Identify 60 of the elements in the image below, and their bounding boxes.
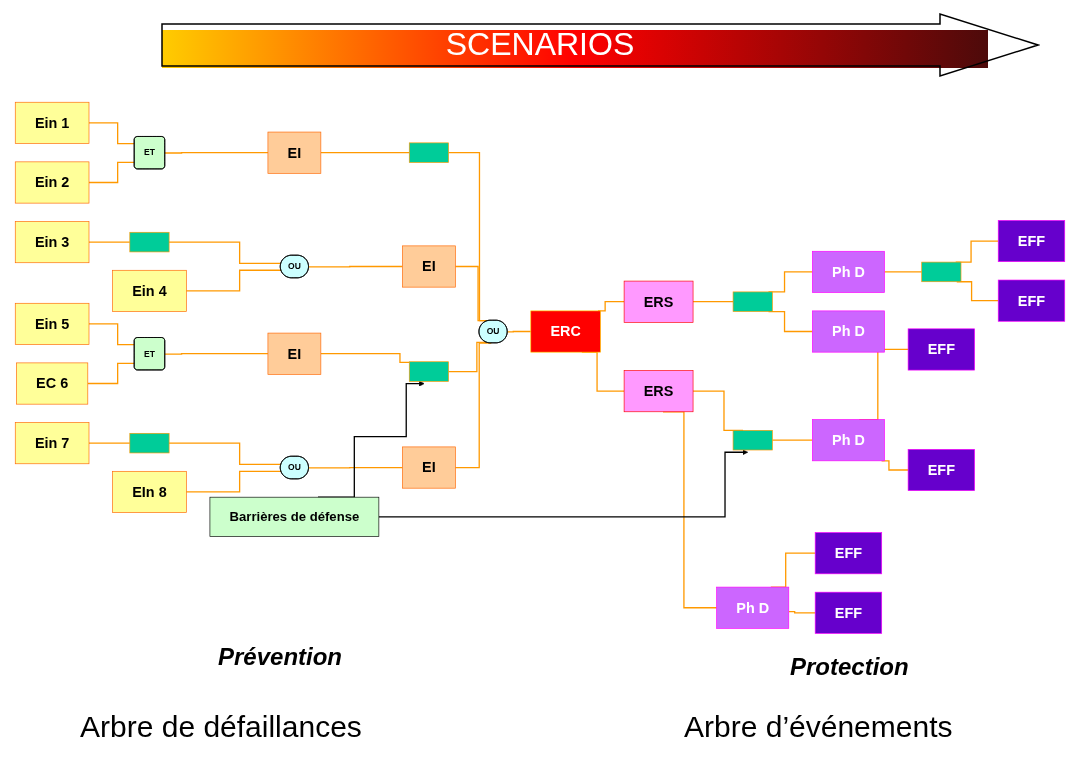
node-box: Barrières de défense (209, 497, 380, 537)
connector (771, 439, 814, 441)
node-box: EI (402, 446, 456, 489)
connector (164, 353, 269, 355)
node-box: Ph D (812, 310, 885, 353)
connector (308, 266, 404, 268)
node-bar (732, 430, 773, 451)
connector (320, 353, 410, 364)
connector (87, 362, 136, 385)
node-box: Ein 1 (14, 102, 90, 144)
connector (308, 467, 404, 469)
node-box: EFF (997, 220, 1066, 263)
arrow-label: SCENARIOS (444, 26, 636, 63)
node-box: EFF (814, 532, 883, 575)
connector (883, 271, 923, 273)
node-box: EI (267, 332, 322, 375)
section-heading: Protection (790, 653, 909, 681)
connector (88, 161, 136, 184)
node-bar (732, 291, 773, 313)
section-heading: Prévention (218, 643, 343, 671)
node-box: ERS (623, 280, 694, 323)
connector (88, 241, 131, 243)
node-box: Ph D (812, 419, 885, 462)
node-box: EIn 8 (112, 471, 187, 514)
node-bar (921, 261, 962, 283)
connector (185, 269, 282, 292)
connector (88, 323, 136, 346)
node-bar (408, 361, 449, 382)
connector (185, 470, 282, 493)
node-box: Ein 5 (14, 303, 90, 346)
node-box: ERS (623, 370, 694, 413)
node-box: EFF (997, 279, 1066, 322)
node-box: Ein 2 (14, 161, 90, 204)
connector (168, 442, 282, 466)
connector (506, 331, 532, 333)
section-title: Arbre de défaillances (80, 710, 362, 744)
node-box: EFF (814, 592, 883, 634)
node-bar (129, 232, 170, 253)
node-box: Ein 3 (14, 221, 90, 264)
node-bar (408, 142, 449, 163)
node-box: EFF (907, 449, 975, 492)
connector (320, 152, 410, 154)
node-box: Ph D (716, 586, 790, 629)
arrow (378, 449, 749, 518)
node-bar (129, 433, 170, 454)
node-box: EFF (907, 328, 975, 371)
section-title: Arbre d’événements (684, 710, 953, 744)
connector (88, 122, 136, 145)
connector (692, 301, 734, 303)
connector (164, 152, 269, 154)
node-box: Ein 4 (112, 270, 187, 313)
node-box: Ein 7 (14, 422, 90, 465)
connector (88, 442, 131, 444)
node-box: EI (267, 131, 322, 174)
connector (168, 241, 282, 265)
connector (788, 611, 816, 614)
node-box: EI (402, 245, 456, 288)
node-box: EC 6 (16, 362, 89, 405)
node-box: ERC (530, 310, 601, 353)
node-box: Ph D (812, 251, 885, 294)
